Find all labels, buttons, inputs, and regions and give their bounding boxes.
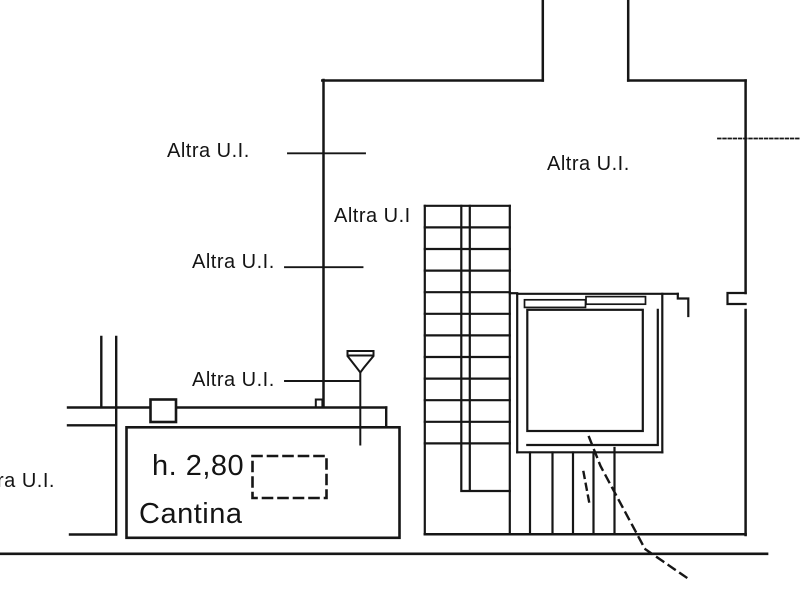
staircase — [423, 204, 616, 535]
section-dashed-tick — [582, 470, 591, 506]
section-dashed-line — [587, 435, 689, 580]
elevator-door-left — [523, 298, 587, 309]
elevator-cabin — [526, 308, 644, 433]
junction-box — [149, 398, 178, 424]
label-ceiling-height: h. 2,80 — [152, 450, 245, 482]
label-room-name: Cantina — [139, 498, 243, 530]
cabin-double-wall — [526, 308, 659, 447]
cantina-room — [125, 425, 401, 540]
funnel-body — [346, 350, 375, 375]
pointer-lines — [284, 152, 366, 382]
shaft-top-hook — [676, 292, 690, 318]
elevator-door-right — [585, 295, 647, 306]
label-altra-ui-upper-left: Altra U.I. — [167, 140, 250, 162]
dashed-annotation-box — [251, 454, 328, 500]
right-wall-notch — [726, 291, 747, 306]
label-altra-ui-mid-left: Altra U.I. — [192, 251, 275, 273]
label-altra-ui-lower-left: Altra U.I. — [192, 369, 275, 391]
drain-funnel-icon — [346, 350, 375, 446]
label-altra-ui-main-room: Altra U.I. — [547, 153, 630, 175]
label-altra-ui-truncated: ra U.I. — [0, 470, 55, 492]
corridor-walls — [66, 335, 388, 536]
stair-steps — [423, 204, 511, 445]
upper-unit-walls — [321, 0, 800, 537]
elevator-shaft — [508, 292, 690, 454]
section-dashed-lines — [582, 435, 689, 580]
wall-bump — [314, 398, 324, 408]
cantina-walls — [125, 425, 401, 540]
funnel-top-bars — [346, 350, 375, 357]
label-altra-ui-stairwell: Altra U.I — [334, 205, 411, 227]
lower-stair-steps — [528, 446, 616, 535]
